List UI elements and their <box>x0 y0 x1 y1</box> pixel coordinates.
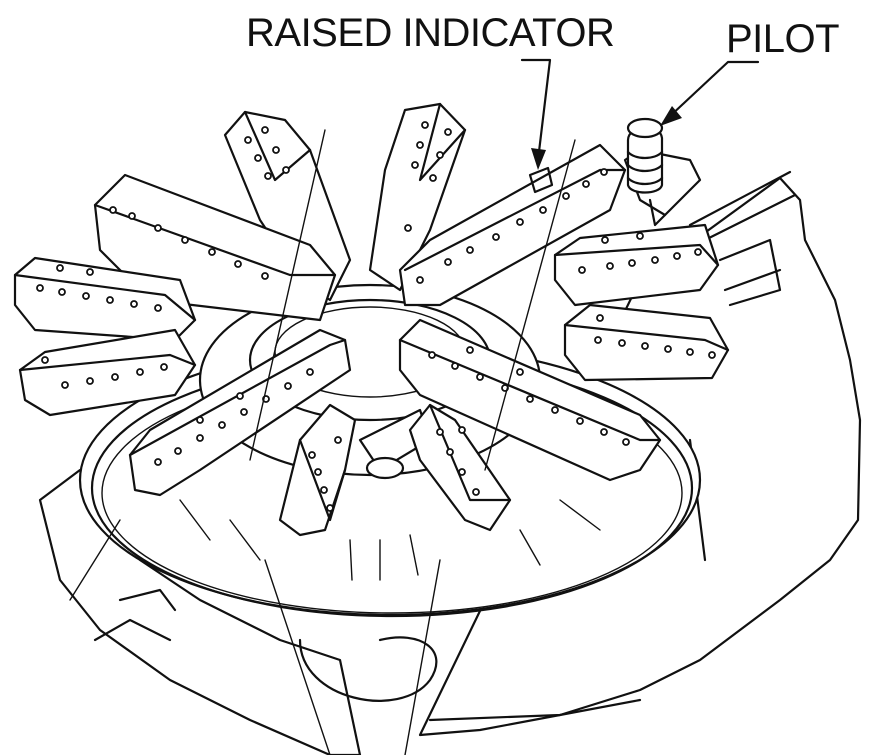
arrowhead-icon <box>660 106 682 126</box>
burner-arm <box>128 328 352 497</box>
callout-pilot: PILOT <box>660 17 840 126</box>
burner-arm <box>18 328 197 417</box>
burner-arm-raised-indicator <box>398 143 627 307</box>
pilot-assembly <box>623 117 702 227</box>
pilot-label: PILOT <box>726 17 839 61</box>
burner-arm <box>13 256 197 342</box>
burner-arms <box>13 102 730 581</box>
burner-arm <box>563 303 730 382</box>
burner-arm <box>278 403 357 537</box>
burner-arm <box>408 403 512 532</box>
arrowhead-icon <box>531 148 546 170</box>
raised-indicator-label: RAISED INDICATOR <box>246 11 614 55</box>
callout-raised-indicator: RAISED INDICATOR <box>246 11 615 170</box>
burner-arm <box>553 223 720 307</box>
leader-lines <box>69 129 576 755</box>
burner-arm <box>398 318 662 482</box>
